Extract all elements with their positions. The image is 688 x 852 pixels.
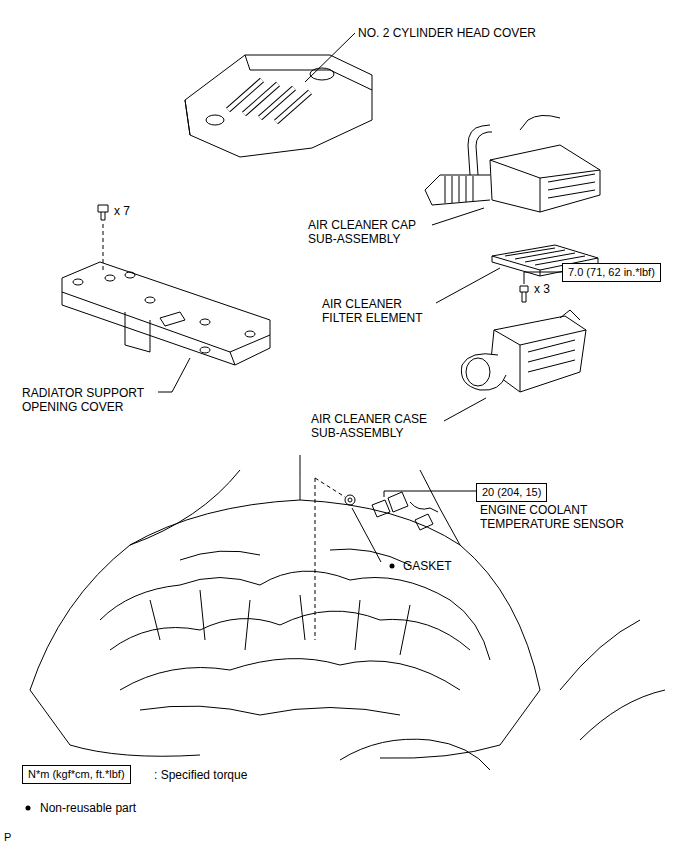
torque-box: N*m (kgf*cm, ft.*lbf)	[22, 765, 131, 784]
part-label: Non-reusable part	[40, 801, 136, 815]
part-label: GASKET	[403, 559, 452, 573]
part-label: AIR CLEANER FILTER ELEMENT	[322, 297, 437, 325]
torque-value: 20 (204, 15)	[482, 486, 541, 498]
part-label: RADIATOR SUPPORT OPENING COVER	[22, 386, 162, 414]
part-label: AIR CLEANER CASE SUB-ASSEMBLY	[311, 412, 436, 440]
quantity-label: x 3	[534, 282, 550, 296]
quantity-label: x 7	[114, 204, 130, 218]
part-label: : Specified torque	[154, 768, 247, 782]
torque-value: N*m (kgf*cm, ft.*lbf)	[28, 768, 125, 780]
torque-box: 20 (204, 15)	[476, 483, 547, 502]
page-mark: P	[4, 830, 11, 844]
torque-box: 7.0 (71, 62 in.*lbf)	[562, 263, 661, 282]
torque-value: 7.0 (71, 62 in.*lbf)	[568, 266, 655, 278]
part-label: NO. 2 CYLINDER HEAD COVER	[358, 26, 536, 40]
part-label: AIR CLEANER CAP SUB-ASSEMBLY	[308, 218, 433, 246]
part-label: ENGINE COOLANT TEMPERATURE SENSOR	[480, 503, 630, 531]
